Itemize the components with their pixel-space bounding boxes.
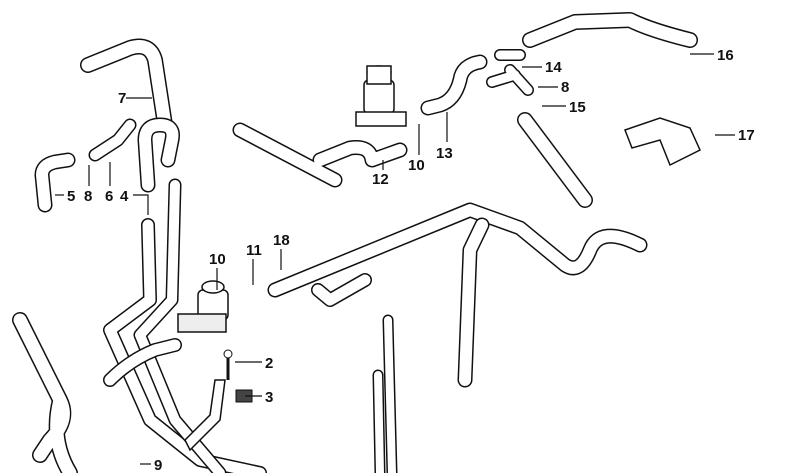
valve-upper xyxy=(355,65,407,127)
hose-18 xyxy=(267,202,648,298)
leader-lines xyxy=(55,53,735,465)
hose-9b xyxy=(103,338,182,387)
hose-15 xyxy=(517,112,593,208)
hose-13 xyxy=(420,54,488,116)
hose-5 xyxy=(34,152,76,213)
callout-6: 6 xyxy=(105,188,113,205)
hose-14 xyxy=(486,49,534,96)
hose-16 xyxy=(522,12,698,48)
callout-4: 4 xyxy=(120,188,129,205)
callout-16: 16 xyxy=(717,47,734,64)
hose-pipes xyxy=(372,314,398,473)
hose-9 xyxy=(12,312,78,473)
valve-lower xyxy=(177,280,229,333)
callout-13: 13 xyxy=(436,145,453,162)
hose-4 xyxy=(137,117,180,193)
bolt-2 xyxy=(223,349,233,380)
callout-8: 8 xyxy=(561,79,569,96)
callout-8: 8 xyxy=(84,188,92,205)
hose-6 xyxy=(88,118,137,162)
callout-17: 17 xyxy=(738,127,755,144)
hose-12 xyxy=(232,122,408,188)
leader-line-4 xyxy=(133,194,149,215)
callout-9: 9 xyxy=(154,457,162,473)
bracket-17 xyxy=(624,117,701,167)
callout-14: 14 xyxy=(545,59,562,76)
callout-5: 5 xyxy=(67,188,75,205)
hose-18c xyxy=(311,273,372,307)
callout-7: 7 xyxy=(118,90,126,107)
callout-11: 11 xyxy=(246,242,262,259)
callout-10: 10 xyxy=(209,251,226,268)
clip-3 xyxy=(184,379,253,452)
hoses xyxy=(12,12,698,473)
callout-18: 18 xyxy=(273,232,290,249)
hose-7 xyxy=(80,38,173,133)
callout-15: 15 xyxy=(569,99,586,116)
callout-2: 2 xyxy=(265,355,273,372)
callout-10: 10 xyxy=(408,157,425,174)
hose-18b xyxy=(457,217,490,388)
callout-12: 12 xyxy=(372,171,389,188)
callout-3: 3 xyxy=(265,389,273,406)
